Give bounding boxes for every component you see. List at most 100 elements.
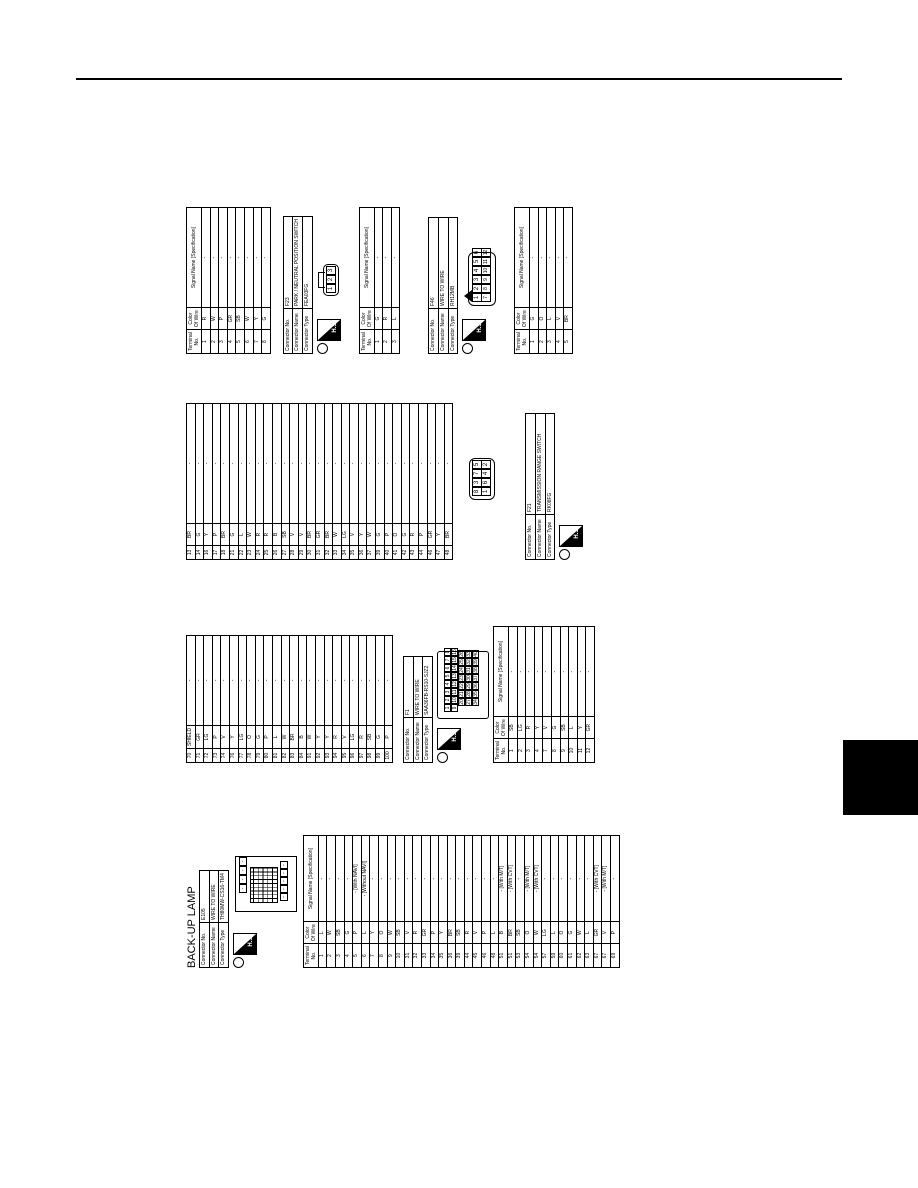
wire-color-cell: P: [352, 921, 362, 944]
signal-cell: -: [435, 403, 445, 524]
signal-header: Signal Name [Specification]: [186, 207, 202, 308]
signal-cell: -: [318, 835, 327, 922]
terminal-header: Terminal No.: [186, 329, 202, 354]
f46-type: RH12MB: [448, 217, 458, 309]
wire-color-cell: G: [195, 523, 204, 546]
terminal-cell: 84: [298, 748, 307, 763]
wire-color-cell: B: [272, 523, 282, 546]
wire-color-cell: G: [375, 523, 385, 546]
signal-cell: -: [541, 835, 551, 922]
f21-number: F21: [525, 413, 536, 515]
color-header: Color Of Wire: [186, 307, 202, 330]
signal-cell: -: [203, 635, 213, 726]
wire-color-cell: W: [246, 523, 256, 546]
wire-color-cell: R: [358, 725, 367, 749]
wire-color-cell: V: [472, 921, 482, 944]
wire-color-cell: P: [212, 523, 221, 546]
signal-cell: -: [335, 835, 345, 922]
label-connector-no: Connector No.: [283, 308, 293, 354]
signal-cell: -: [577, 626, 586, 717]
page-title: BACK-UP LAMP: [186, 886, 198, 968]
signal-header: Signal Name [Specification]: [514, 207, 530, 308]
e105-number: E105: [199, 870, 210, 923]
wire-color-cell: V: [341, 725, 350, 749]
terminal-cell: 23: [246, 545, 256, 560]
wire-color-cell: L: [550, 921, 559, 944]
terminal-cell: 43: [409, 545, 419, 560]
f1-type: SAA36FB-RS10-SJZ2: [422, 656, 433, 718]
terminal-cell: 5: [352, 943, 362, 968]
wire-color-cell: V: [404, 921, 413, 944]
signal-cell: -: [255, 635, 264, 726]
wire-color-cell: BR: [444, 523, 453, 546]
f23-terminal-table: Terminal No. Color Of Wire Signal Name […: [359, 207, 401, 354]
signal-cell: -: [430, 835, 439, 922]
terminal-cell: 46: [427, 545, 436, 560]
e105-block: BACK-UP LAMP Connector No.E105 Connector…: [186, 835, 620, 968]
label-connector-no: Connector No.: [403, 717, 414, 763]
signal-cell: -: [560, 626, 569, 717]
wire-color-cell: Y: [435, 523, 445, 546]
globe-icon: [232, 957, 244, 968]
wire-color-cell: P: [218, 307, 228, 330]
e105-pin-row: - - - -: [238, 857, 247, 893]
wire-color-cell: SB: [335, 921, 345, 944]
terminal-cell: 94: [332, 748, 342, 763]
terminal-cell: 47: [435, 545, 445, 560]
color-header: Color Of Wire: [359, 307, 375, 330]
signal-cell: -: [220, 403, 230, 524]
signal-cell: - [With CVT]: [593, 835, 602, 922]
terminal-cell: 48: [490, 943, 499, 968]
terminal-cell: 12: [585, 738, 595, 763]
label-connector-name: Connector Name: [209, 922, 219, 968]
wire-color-cell: Y: [438, 921, 448, 944]
wire-color-cell: GR: [195, 725, 204, 749]
signal-cell: - [With M/T]: [498, 835, 508, 922]
terminal-cell: 2: [517, 738, 526, 763]
wire-color-cell: BR: [447, 921, 456, 944]
terminal-cell: 7: [542, 738, 552, 763]
terminal-cell: 28: [289, 545, 299, 560]
label-connector-no: Connector No.: [525, 514, 536, 560]
terminal-cell: 44: [418, 545, 428, 560]
terminal-cell: 98: [366, 748, 376, 763]
wire-color-cell: GR: [427, 523, 436, 546]
label-connector-type: Connector Type: [302, 308, 313, 354]
signal-cell: -: [281, 635, 290, 726]
signal-cell: -: [326, 835, 336, 922]
signal-cell: -: [438, 835, 448, 922]
signal-cell: -: [401, 403, 410, 524]
signal-cell: -: [246, 403, 256, 524]
wire-color-cell: SB: [455, 921, 465, 944]
wire-color-cell: W: [244, 307, 254, 330]
terminal-cell: 92: [315, 748, 324, 763]
signal-cell: -: [515, 835, 525, 922]
